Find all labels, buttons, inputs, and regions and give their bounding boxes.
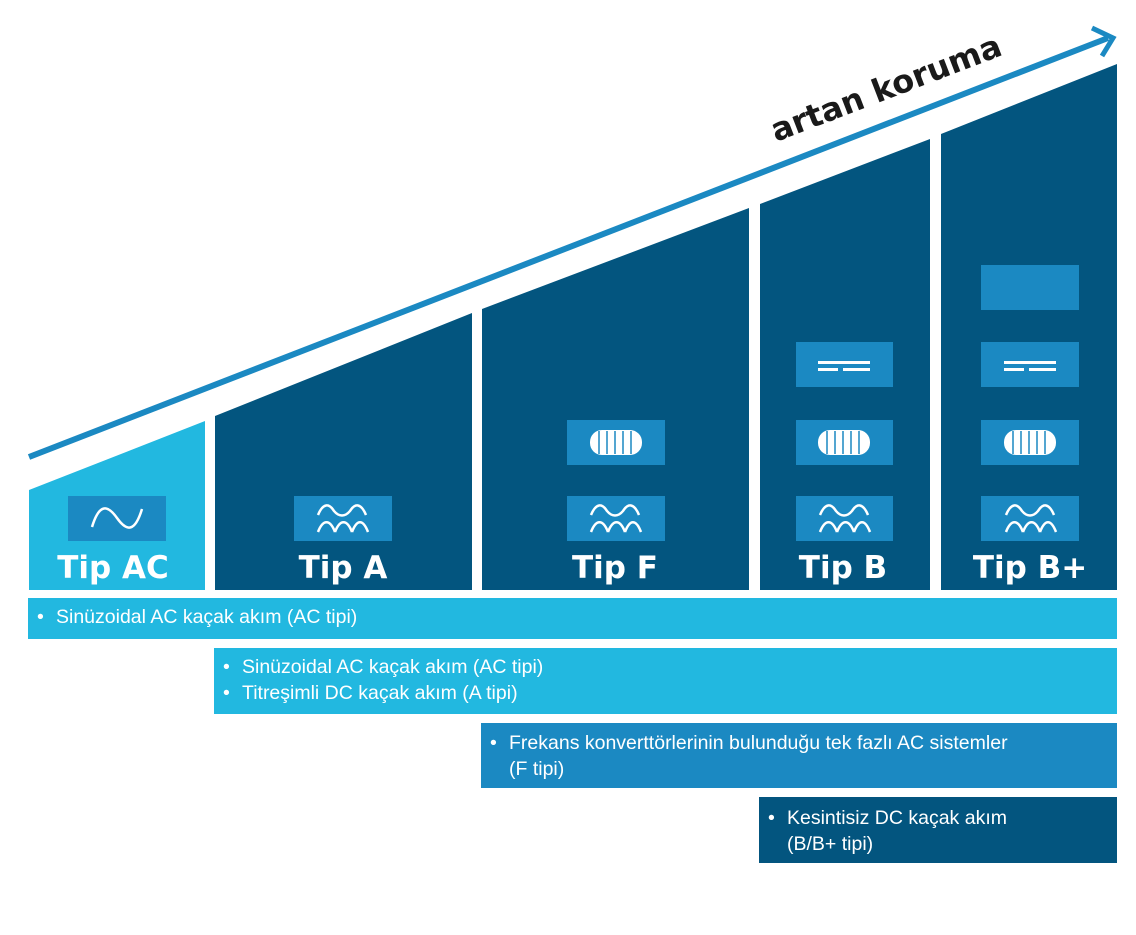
column-label-tip-f: Tip F [572,550,658,586]
pulsating-dc-icon [316,504,370,533]
tip-b-plus-symbols [981,265,1079,541]
pulsating-dc-icon [589,504,643,533]
mixed-frequency-icon [1004,430,1056,455]
band-line: Sinüzoidal AC kaçak akım (AC tipi) [214,654,1117,680]
band-line: Titreşimli DC kaçak akım (A tipi) [214,680,1117,706]
band-tip-a: Sinüzoidal AC kaçak akım (AC tipi) Titre… [214,648,1117,714]
column-label-tip-b: Tip B [799,550,887,586]
band-line: (F tipi) [509,758,565,780]
mixed-frequency-icon [590,430,642,455]
band-line: Sinüzoidal AC kaçak akım (AC tipi) [28,604,1117,630]
column-label-tip-b-plus: Tip B+ [973,550,1087,586]
blank-symbol [981,265,1079,310]
pulsating-dc-icon [818,504,872,533]
sine-wave-icon [90,507,144,529]
band-line: Frekans konverttörlerinin bulunduğu tek … [481,730,1117,756]
band-tip-b: Kesintisiz DC kaçak akım (B/B+ tipi) [759,797,1117,863]
increasing-protection-arrow [27,25,1117,460]
tip-ac-symbols [68,496,166,541]
tip-f-symbols [567,420,665,541]
mixed-frequency-icon [818,430,870,455]
tip-b-symbols [796,342,893,541]
band-line: Kesintisiz DC kaçak akım [759,805,1117,831]
smooth-dc-icon [818,361,870,371]
column-label-tip-ac: Tip AC [57,550,169,586]
column-label-tip-a: Tip A [299,550,388,586]
band-tip-f: Frekans konverttörlerinin bulunduğu tek … [481,723,1117,788]
pulsating-dc-icon [1004,504,1058,533]
column-tip-f [482,208,749,590]
column-tip-a [215,313,472,590]
band-tip-ac: Sinüzoidal AC kaçak akım (AC tipi) [28,598,1117,639]
tip-a-symbols [294,496,392,541]
band-line: (B/B+ tipi) [787,833,874,855]
smooth-dc-icon [1004,361,1056,371]
